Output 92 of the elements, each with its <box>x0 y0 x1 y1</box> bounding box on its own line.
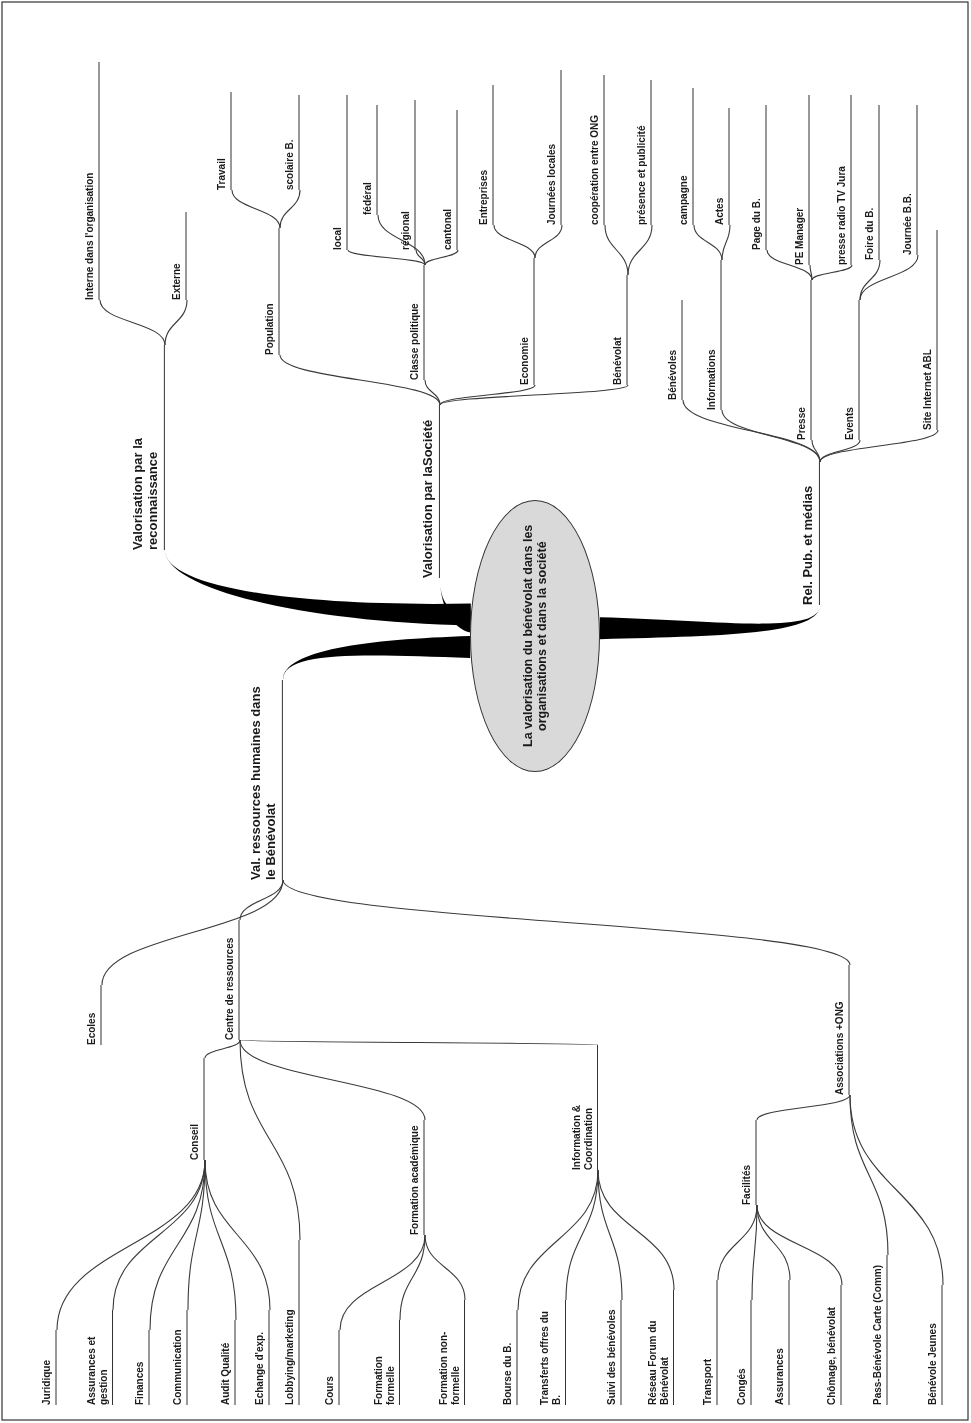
topic-label: Formation non-formelle <box>438 1300 465 1405</box>
topic-label: Interne dans l'organisation <box>84 62 100 300</box>
branch-line <box>859 254 919 301</box>
topic-label: Conseil <box>189 1058 205 1160</box>
topic-label: Centre de ressources <box>224 920 240 1040</box>
topic-label: Journée B.B. <box>902 105 918 255</box>
topic-label: Entreprises <box>478 85 494 225</box>
topic-label: Rel. Pub. et médias <box>801 462 820 605</box>
topic-label: Informations <box>706 260 722 410</box>
topic-label: Pass-Bénévole Carte (Comm) <box>872 1255 888 1405</box>
branch-line <box>627 224 653 276</box>
branch-line <box>399 1234 426 1321</box>
branch-line <box>439 384 536 406</box>
tapered-branch <box>283 636 471 680</box>
branch-line <box>859 259 881 301</box>
topic-label: Actes <box>714 108 730 225</box>
topic-label: Population <box>264 228 280 355</box>
branch-line <box>282 879 851 966</box>
branch-line <box>239 1039 426 1121</box>
branch-line <box>493 224 536 259</box>
topic-label: cantonal <box>442 110 458 250</box>
topic-label: Assurances et gestion <box>86 1310 113 1405</box>
branch-line <box>239 1039 301 1241</box>
topic-label: Page du B. <box>751 105 767 250</box>
topic-label: PE Manager <box>794 95 810 265</box>
branch-line <box>597 1169 623 1301</box>
topic-label: Juridique <box>41 1330 57 1405</box>
branch-line <box>756 1204 843 1286</box>
topic-label: Valorisation par laSociété <box>421 405 440 578</box>
topic-label: Assurances <box>774 1280 790 1405</box>
branch-line <box>164 299 188 346</box>
branch-line <box>239 879 284 921</box>
branch-line <box>204 1039 241 1059</box>
topic-label: Val. ressources humaines dans le Bénévolat <box>249 680 283 880</box>
topic-label: local <box>332 95 348 250</box>
branch-line <box>819 429 939 463</box>
topic-label: Ecoles <box>86 985 102 1045</box>
topic-label: Communication <box>172 1310 188 1405</box>
topic-label: présence et publicité <box>636 80 652 225</box>
branch-line <box>424 249 459 266</box>
branch-line <box>424 1234 466 1301</box>
topic-label: Bénévoles <box>667 300 683 400</box>
topic-label: Externe <box>171 212 187 300</box>
topic-label: Events <box>844 300 860 440</box>
topic-label: scolaire B. <box>284 95 300 190</box>
branch-line <box>347 249 426 266</box>
branch-line <box>597 1169 675 1291</box>
topic-label: régional <box>400 100 416 250</box>
topic-label: Travail <box>216 92 232 190</box>
topic-label: Bénévole Jeunes <box>927 1285 943 1405</box>
branch-line <box>204 1159 271 1311</box>
branch-line <box>811 264 853 281</box>
topic-label: Finances <box>134 1330 150 1405</box>
topic-label: campagne <box>678 88 694 225</box>
branch-line <box>756 1204 791 1281</box>
topic-label: Foire du B. <box>864 105 880 260</box>
branch-line <box>534 224 563 259</box>
topic-label: Transferts offres du B. <box>539 1300 566 1405</box>
topic-label: Suivi des bénévoles <box>606 1300 622 1405</box>
topic-label: Formation académique <box>409 1120 425 1235</box>
topic-label: Echange d'exp. <box>254 1310 270 1405</box>
topic-label: Cours <box>324 1330 340 1405</box>
topic-label: Chômage, bénévolat <box>826 1285 842 1405</box>
topic-label: Réseau Forum du Bénévolat <box>647 1290 674 1405</box>
topic-label: Bénévolat <box>612 275 628 385</box>
branch-line <box>721 224 731 261</box>
branch-line <box>279 189 301 229</box>
topic-label: Journées locales <box>546 70 562 225</box>
topic-label: Bourse du B. <box>502 1310 518 1405</box>
topic-label: Audit Qualité <box>220 1320 236 1405</box>
topic-label: Classe politique <box>409 265 425 380</box>
topic-label: Site Internet ABL <box>922 230 938 430</box>
central-topic-ellipse: La valorisation du bénévolat dans les organisations et dans la société <box>470 500 600 772</box>
topic-label: Presse <box>796 280 812 440</box>
topic-label: Congés <box>736 1300 752 1405</box>
branch-line <box>811 439 821 463</box>
topic-label: Valorisation par la reconnaissance <box>131 345 165 550</box>
branch-line <box>809 264 813 281</box>
topic-label: Associations +ONG <box>834 965 850 1095</box>
topic-label: Economie <box>519 258 535 385</box>
branch-line <box>756 1094 851 1121</box>
topic-label: fédéral <box>362 105 378 215</box>
topic-label: Facilités <box>741 1120 757 1205</box>
topic-label: presse radio TV Jura <box>836 95 852 265</box>
topic-label: Lobbying/marketing <box>284 1240 300 1405</box>
topic-label: Transport <box>702 1280 718 1405</box>
topic-label: Information & Coordination <box>571 1045 598 1170</box>
topic-label: coopération entre ONG <box>589 75 605 225</box>
branch-line <box>415 249 426 266</box>
branch-line <box>439 384 629 406</box>
branch-line <box>424 379 441 406</box>
topic-label: Formation formelle <box>373 1320 400 1405</box>
